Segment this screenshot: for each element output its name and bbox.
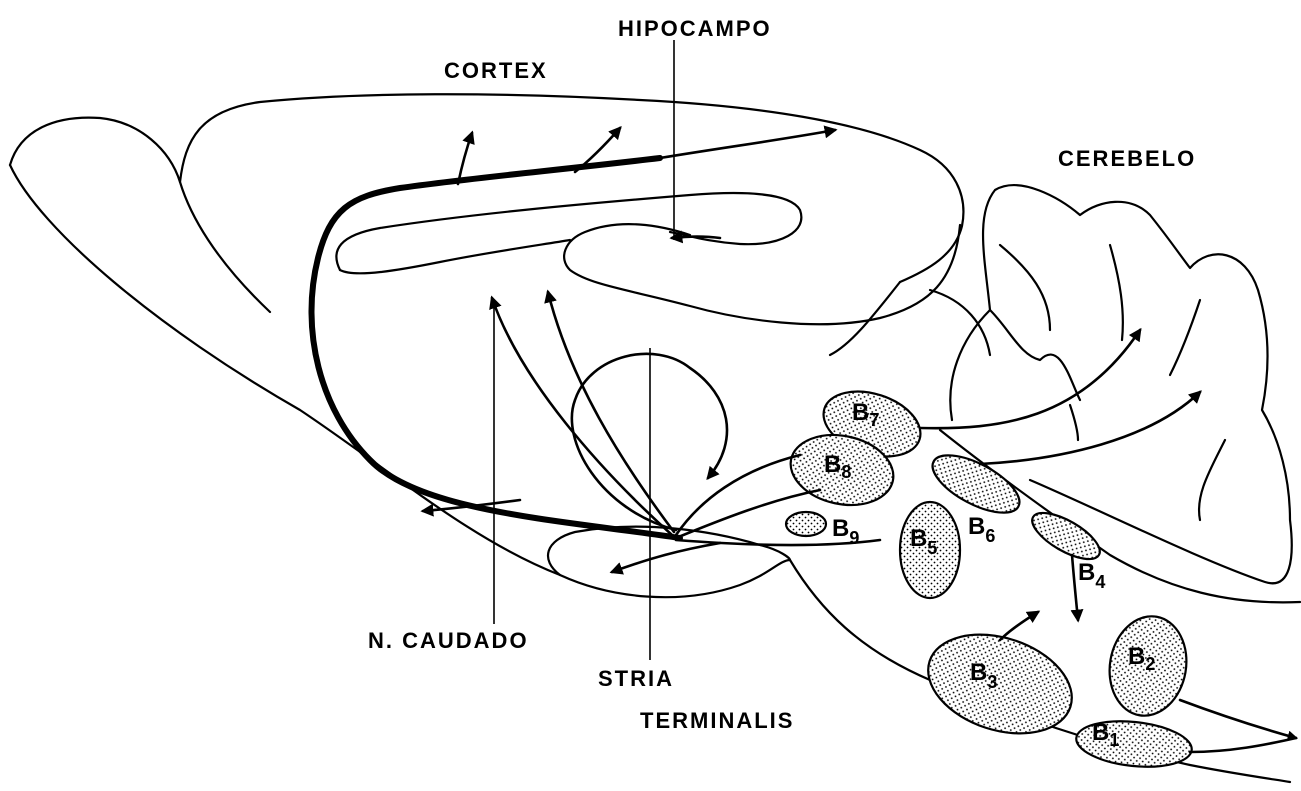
leader-lines bbox=[494, 40, 674, 660]
cerebellum-fold-3 bbox=[1170, 300, 1200, 375]
label-stria: STRIA bbox=[598, 666, 674, 691]
brainstem-dorsal-outline bbox=[940, 430, 1300, 602]
cerebellar-projection-2 bbox=[980, 392, 1200, 464]
cerebellum-fold-4 bbox=[1199, 440, 1225, 520]
spinal-projection-2 bbox=[1190, 738, 1296, 752]
nucleus-b9 bbox=[786, 512, 826, 536]
midbrain-outline bbox=[830, 282, 990, 355]
cerebellum-fold-5 bbox=[990, 310, 1080, 400]
olfactory-projection bbox=[423, 500, 520, 511]
olfactory-bulb-outline bbox=[10, 118, 270, 312]
label-n-caudado: N. CAUDADO bbox=[368, 628, 529, 653]
cerebellum-fold-6 bbox=[1070, 405, 1078, 440]
label-terminalis: TERMINALIS bbox=[640, 708, 794, 733]
hippocampus-projection bbox=[672, 237, 720, 239]
ventricle-outline bbox=[336, 193, 801, 270]
cortex-projection-main bbox=[660, 130, 835, 158]
label-cortex: CORTEX bbox=[444, 58, 548, 83]
hippocampus-outer-outline bbox=[564, 224, 960, 324]
label-hipocampo: HIPOCAMPO bbox=[618, 16, 772, 41]
spinal-projection-1 bbox=[1180, 700, 1296, 738]
cerebellum-fold-1 bbox=[1000, 245, 1050, 330]
nucleus-b3 bbox=[915, 617, 1084, 750]
label-b4: B4 bbox=[1078, 559, 1105, 592]
region-labels: HIPOCAMPO CORTEX CEREBELO N. CAUDADO STR… bbox=[368, 16, 1196, 733]
basal-projection bbox=[612, 543, 720, 572]
nuclei bbox=[784, 380, 1194, 772]
cerebellum-fold-2 bbox=[1110, 245, 1123, 340]
ventricle-inner-outline bbox=[340, 240, 570, 273]
dorsal-bundle bbox=[311, 158, 680, 538]
b3-projection bbox=[1000, 612, 1038, 640]
label-b6: B6 bbox=[968, 513, 995, 546]
cortex-outline bbox=[180, 94, 963, 282]
label-cerebelo: CEREBELO bbox=[1058, 146, 1196, 171]
